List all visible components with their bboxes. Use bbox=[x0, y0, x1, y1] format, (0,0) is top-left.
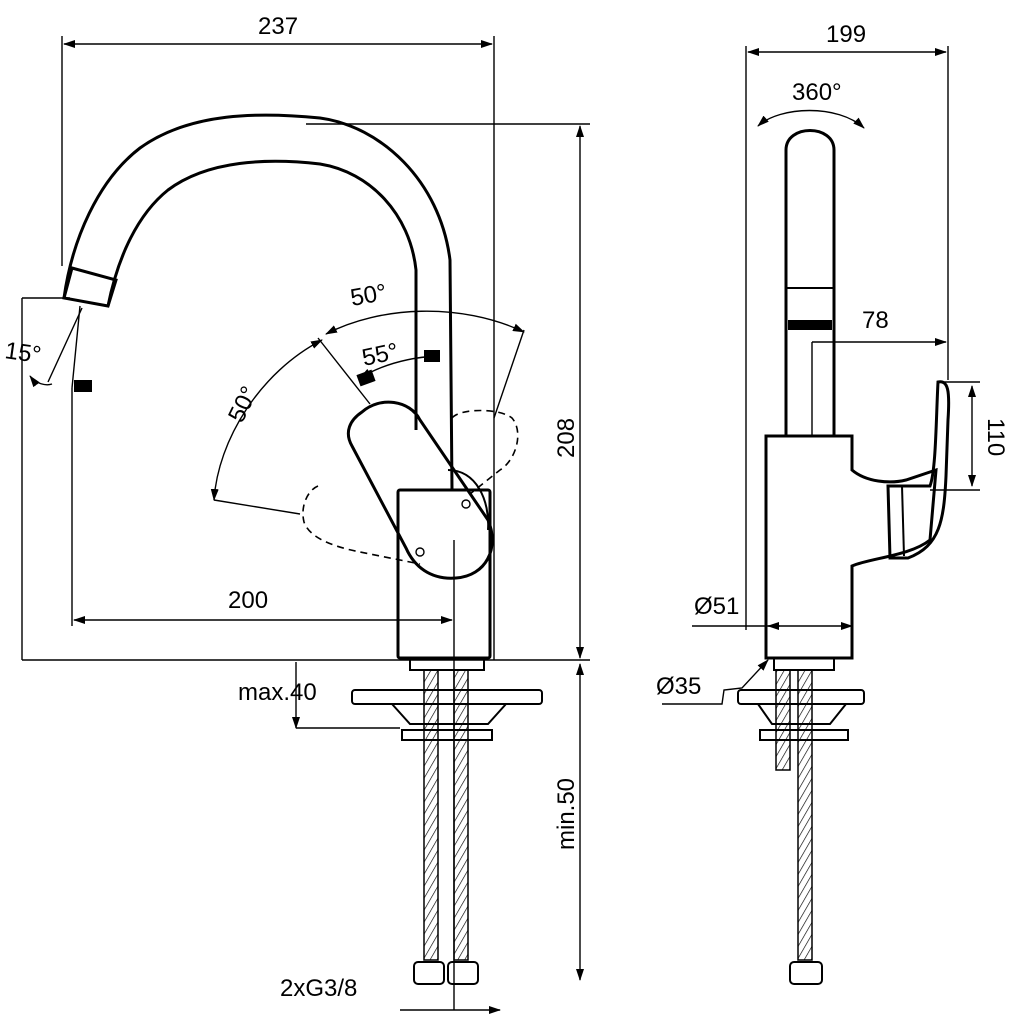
label-body-diameter: Ø51 bbox=[694, 593, 739, 620]
label-lever-angle-2: 55° bbox=[360, 338, 401, 372]
label-handle-offset: 78 bbox=[862, 307, 889, 334]
dim-arc-360 bbox=[757, 109, 865, 129]
front-view: 237 200 208 min.50 max.40 2xG3/8 15° 50°… bbox=[3, 13, 590, 1014]
lever-handle bbox=[346, 400, 494, 580]
label-lever-angle-3: 50° bbox=[223, 382, 263, 426]
extension-lines bbox=[21, 36, 590, 1010]
side-mounting-hardware bbox=[737, 669, 865, 985]
mounting-hardware bbox=[351, 669, 543, 985]
label-handle-height: 110 bbox=[982, 418, 1009, 456]
label-min-length: min.50 bbox=[553, 778, 580, 850]
spout bbox=[62, 113, 454, 491]
label-total-width: 237 bbox=[258, 13, 298, 40]
label-outlet-angle: 15° bbox=[3, 337, 43, 369]
outlet-angle-guides bbox=[22, 297, 92, 392]
lever-angle-arcs bbox=[210, 310, 525, 515]
side-view: 199 360° 78 110 Ø51 Ø35 bbox=[656, 21, 1009, 985]
label-max-thickness: max.40 bbox=[238, 679, 317, 706]
label-spout-reach: 200 bbox=[228, 587, 268, 614]
label-base-diameter: Ø35 bbox=[656, 673, 701, 700]
label-height: 208 bbox=[553, 418, 580, 458]
dim-leader-35 bbox=[662, 659, 769, 705]
label-side-width: 199 bbox=[826, 21, 866, 48]
side-body bbox=[764, 380, 951, 671]
label-swivel-angle: 360° bbox=[792, 79, 842, 106]
faucet-body bbox=[396, 488, 492, 671]
label-lever-angle-1: 50° bbox=[348, 279, 388, 312]
label-connection: 2xG3/8 bbox=[280, 975, 357, 1002]
side-spout bbox=[784, 129, 836, 436]
lever-alt-positions bbox=[302, 409, 519, 565]
